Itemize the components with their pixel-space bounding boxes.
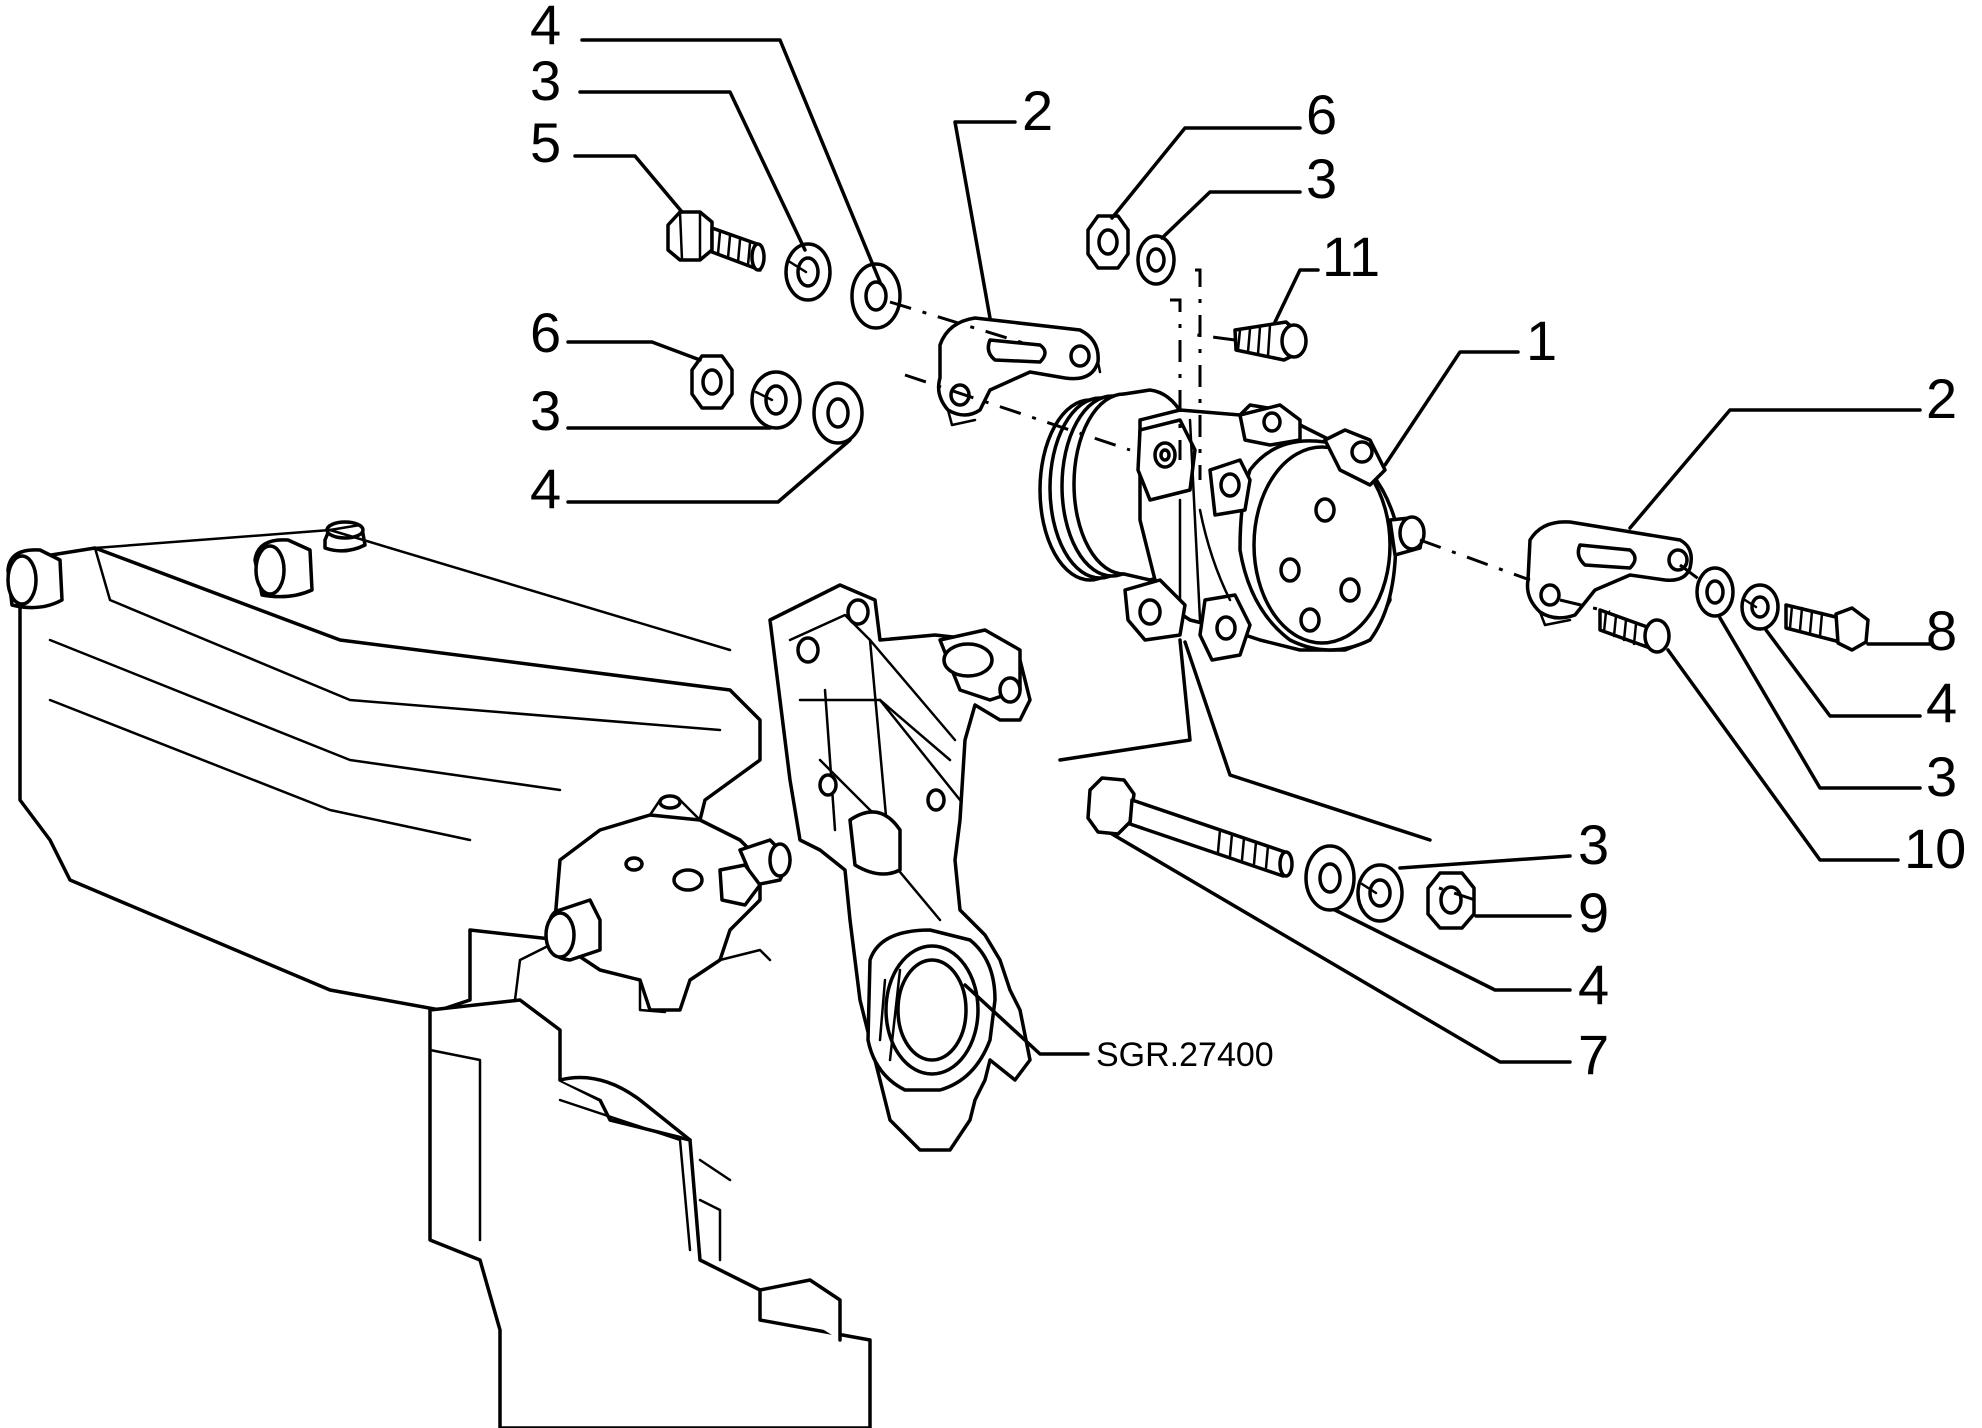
- callout-6-left: 6: [530, 301, 561, 364]
- callout-10: 10: [1904, 817, 1966, 880]
- lock-washer-4-right: [1740, 583, 1780, 631]
- callout-8: 8: [1926, 599, 1957, 662]
- callout-3-mid: 3: [1306, 147, 1337, 210]
- callout-4-bottom: 4: [1578, 953, 1609, 1016]
- washer-3-right: [1695, 566, 1735, 618]
- callout-3-left: 3: [530, 379, 561, 442]
- flat-washer-4-bottom: [1304, 844, 1356, 912]
- bolt-5: [666, 210, 766, 272]
- washer-3-mid: [1136, 234, 1176, 286]
- callout-labels: 4 3 5 2 6 3 4 6 3 11 1 2 8 4 3 10 3 9 4 …: [530, 0, 1966, 1086]
- reference-code: SGR.27400: [1096, 1036, 1274, 1074]
- engine-block: [6, 520, 872, 1428]
- bolt-11: [1233, 320, 1308, 362]
- nut-6-left: [690, 354, 734, 410]
- lock-washer-3-top: [784, 242, 832, 302]
- leader-lines: [566, 38, 1934, 1064]
- nut-9: [1426, 871, 1476, 930]
- ac-compressor: [1038, 388, 1426, 662]
- callout-6-right: 6: [1306, 83, 1337, 146]
- callout-7: 7: [1578, 1023, 1609, 1086]
- callout-3-top: 3: [530, 49, 561, 112]
- bolt-8: [1784, 603, 1870, 652]
- lock-washer-3-left: [750, 370, 802, 430]
- assembly-axes: [889, 268, 1701, 902]
- water-outlet-housing: [544, 794, 792, 1014]
- flat-washer-4-top: [850, 262, 902, 330]
- callout-1: 1: [1526, 309, 1557, 372]
- callout-3-bottom: 3: [1578, 813, 1609, 876]
- compressor-mounting-bracket: [768, 583, 1032, 1152]
- callout-4-right: 4: [1926, 671, 1957, 734]
- callout-4-left: 4: [530, 457, 561, 520]
- bracket-left: [936, 316, 1102, 427]
- callout-2-left: 2: [1022, 79, 1053, 142]
- flat-washer-4-left: [812, 381, 864, 445]
- callout-4-top: 4: [530, 0, 561, 56]
- callout-11: 11: [1322, 225, 1380, 288]
- bracket-right: [1525, 520, 1693, 627]
- callout-2-right: 2: [1926, 367, 1957, 430]
- callout-5: 5: [530, 111, 561, 174]
- lock-washer-3-bottom: [1356, 863, 1404, 923]
- bolt-10: [1598, 608, 1671, 654]
- callout-9: 9: [1578, 881, 1609, 944]
- callout-3-right: 3: [1926, 745, 1957, 808]
- nut-6-right: [1086, 214, 1130, 270]
- long-bolt-7: [1086, 776, 1294, 878]
